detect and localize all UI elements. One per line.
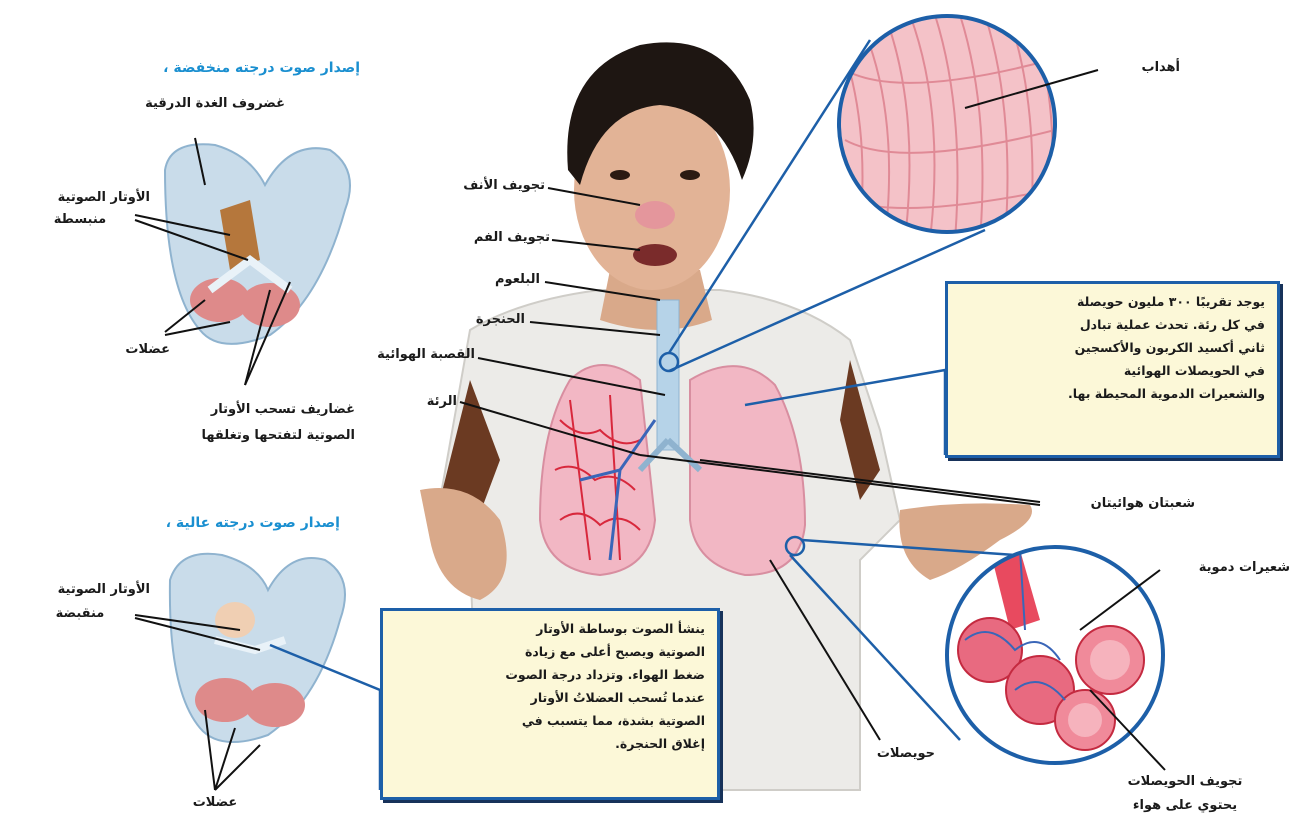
high-pitch-muscles-label: عضلات	[175, 793, 255, 813]
low-pitch-muscles-label: عضلات	[100, 340, 170, 360]
vocal-cords-tight-label-line2: منقبضة	[10, 604, 150, 624]
high-pitch-heading: إصدار صوت درجته عالية ،	[80, 515, 340, 531]
alveoli-info-line: ثاني أكسيد الكربون والأكسجين	[960, 336, 1265, 359]
lung-label: الرئة	[385, 392, 457, 412]
alveoli-magnified-circle	[947, 547, 1163, 763]
alveoli-info-box: يوجد تقريبًا ٣٠٠ مليون حويصلة في كل رئة.…	[945, 281, 1280, 458]
cilia-magnified-circle	[839, 15, 1055, 240]
trachea-label: القصبة الهوائية	[315, 345, 475, 365]
sound-info-line: الصوتية بشدة، مما يتسبب في	[395, 709, 705, 732]
larynx-label: الحنجرة	[420, 310, 525, 330]
vocal-cords-tight-label-line1: الأوتار الصوتية	[10, 580, 150, 600]
nasal-cavity-label: تجويف الأنف	[405, 176, 545, 196]
cilia-label: أهداب	[1100, 58, 1180, 78]
larynx-low-pitch-illustration	[165, 144, 350, 344]
sound-info-line: ينشأ الصوت بوساطة الأوتار	[395, 617, 705, 640]
capillaries-label: شعيرات دموية	[1160, 558, 1290, 578]
alveolar-cavity-label-line2: يحتوي على هواء	[1100, 796, 1270, 816]
sound-info-line: عندما تُسحب العضلاتُ الأوتار	[395, 686, 705, 709]
bronchi-label: شعبتان هوائيتان	[1045, 494, 1195, 514]
sound-info-box: ينشأ الصوت بوساطة الأوتار الصوتية ويصبح …	[380, 608, 720, 800]
mouth-cavity-label: تجويف الفم	[405, 228, 550, 248]
alveoli-info-line: يوجد تقريبًا ٣٠٠ مليون حويصلة	[960, 290, 1265, 313]
pulling-cartilages-label-line2: الصوتية لتفتحها وتغلقها	[125, 426, 355, 446]
larynx-high-pitch-illustration	[170, 554, 345, 742]
alveoli-info-line: والشعيرات الدموية المحيطة بها.	[960, 382, 1265, 405]
pharynx-label: البلعوم	[440, 270, 540, 290]
sound-info-line: إغلاق الحنجرة.	[395, 732, 705, 755]
sound-info-line: الصوتية ويصبح أعلى مع زيادة	[395, 640, 705, 663]
low-pitch-heading: إصدار صوت درجته منخفضة ،	[80, 60, 360, 76]
alveoli-info-line: في الحويصلات الهوائية	[960, 359, 1265, 382]
alveoli-info-line: في كل رئة. تحدث عملية تبادل	[960, 313, 1265, 336]
sound-info-line: ضغط الهواء. وتزداد درجة الصوت	[395, 663, 705, 686]
vocal-cords-relaxed-label-line2: منبسطة	[10, 210, 150, 230]
thyroid-cartilage-label: غضروف الغدة الدرقية	[95, 94, 285, 114]
vocal-cords-relaxed-label-line1: الأوتار الصوتية	[10, 188, 150, 208]
alveoli-label: حويصلات	[845, 744, 935, 764]
alveolar-cavity-label-line1: تجويف الحويصلات	[1100, 772, 1270, 792]
pulling-cartilages-label-line1: غضاريف تسحب الأوتار	[125, 400, 355, 420]
